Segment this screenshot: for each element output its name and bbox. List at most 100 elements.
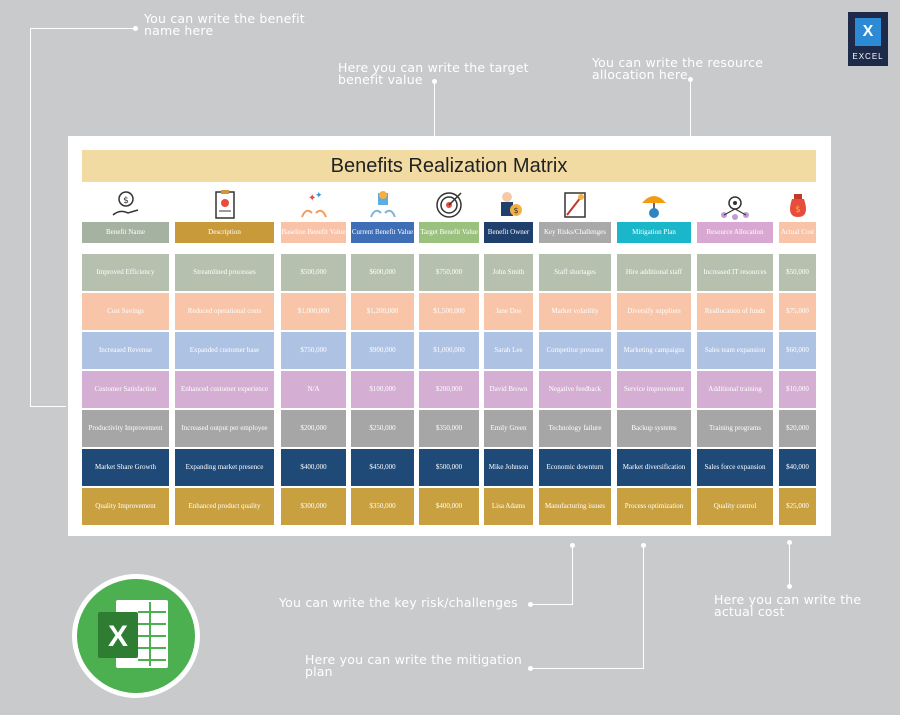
column-header: Description [175, 222, 274, 243]
connector-dot [133, 26, 138, 31]
sparkle-hands-icon: ✦✦ [300, 191, 327, 218]
connector-dot [528, 602, 533, 607]
table-cell: Emily Green [484, 410, 533, 447]
table-cell: $500,000 [419, 449, 479, 486]
connector-line [690, 80, 691, 136]
page-title: Benefits Realization Matrix [330, 155, 568, 177]
table-cell: Market diversification [617, 449, 691, 486]
column-header: Benefit Owner [484, 222, 533, 243]
table-cell: $750,000 [419, 254, 479, 291]
column-header: Baseline Benefit Value [281, 222, 346, 243]
money-bag-icon: $ [789, 194, 806, 217]
connector-dot [528, 666, 533, 671]
table-cell: David Brown [484, 371, 533, 408]
table-cell: N/A [281, 371, 346, 408]
excel-badge-letter: X [855, 18, 881, 46]
svg-text:X: X [108, 620, 128, 653]
connector-line [572, 546, 573, 604]
connector-line [643, 546, 644, 668]
table-cell: $40,000 [779, 449, 816, 486]
excel-badge-label: EXCEL [852, 52, 884, 61]
table-cell: $200,000 [419, 371, 479, 408]
callout-mitigation: Here you can write the mitigation plan [305, 652, 523, 679]
excel-badge-icon: X EXCEL [848, 12, 888, 66]
table-cell: Improved Efficiency [82, 254, 169, 291]
svg-text:✦: ✦ [315, 191, 323, 201]
table-cell: $1,500,000 [419, 293, 479, 330]
table-cell: Market Share Growth [82, 449, 169, 486]
table-cell: Sales force expansion [697, 449, 773, 486]
table-cell: Diversify suppliers [617, 293, 691, 330]
column-header: Current Benefit Value [351, 222, 414, 243]
table-cell: $60,000 [779, 332, 816, 369]
person-money-icon: $ [500, 192, 522, 216]
connector-line [532, 604, 573, 605]
table-cell: $300,000 [281, 488, 346, 525]
excel-logo-icon: X [72, 574, 200, 698]
table-cell: Quality control [697, 488, 773, 525]
connector-dot [787, 540, 792, 545]
column-header: Benefit Name [82, 222, 169, 243]
connector-line [30, 28, 31, 406]
table-cell: $1,000,000 [419, 332, 479, 369]
table-cell: Enhanced product quality [175, 488, 274, 525]
connector-dot [688, 77, 693, 82]
callout-risk: You can write the key risk/challenges [279, 595, 518, 610]
connector-dot [432, 79, 437, 84]
table-cell: Increased Revenue [82, 332, 169, 369]
table-cell: Additional training [697, 371, 773, 408]
table-cell: $400,000 [281, 449, 346, 486]
table-cell: Customer Satisfaction [82, 371, 169, 408]
connector-line [434, 82, 435, 136]
table-cell: $900,000 [351, 332, 414, 369]
column-header: Target Benefit Value [419, 222, 479, 243]
table-cell: Competitor pressure [539, 332, 611, 369]
column-header: Actual Cost [779, 222, 816, 243]
network-gear-icon [721, 196, 749, 220]
table-cell: Reduced operational costs [175, 293, 274, 330]
column-header: Mitigation Plan [617, 222, 691, 243]
trophy-hands-icon [369, 191, 396, 218]
table-cell: $200,000 [281, 410, 346, 447]
table-cell: $750,000 [281, 332, 346, 369]
table-cell: Jane Doe [484, 293, 533, 330]
connector-dot [787, 584, 792, 589]
table-cell: Marketing campaigns [617, 332, 691, 369]
table-cell: Market volatility [539, 293, 611, 330]
table-cell: Process optimization [617, 488, 691, 525]
svg-text:✦: ✦ [308, 193, 316, 204]
table-cell: $250,000 [351, 410, 414, 447]
table-cell: $350,000 [419, 410, 479, 447]
table-cell: Increased output per employee [175, 410, 274, 447]
ladder-risk-icon [564, 192, 586, 218]
money-hand-icon: $ [112, 191, 138, 216]
table-cell: Staff shortages [539, 254, 611, 291]
table-cell: Technology failure [539, 410, 611, 447]
table-cell: Sales team expansion [697, 332, 773, 369]
target-icon [436, 192, 462, 218]
connector-dot [641, 543, 646, 548]
table-cell: Sarah Lee [484, 332, 533, 369]
callout-resource: You can write the resource allocation he… [592, 55, 764, 82]
callout-actual-cost: Here you can write the actual cost [714, 592, 862, 619]
callout-target-value: Here you can write the target benefit va… [338, 60, 529, 87]
matrix-sheet: Benefits Realization Matrix $ Benefit Nam… [68, 136, 831, 536]
svg-text:$: $ [513, 206, 518, 215]
table-cell: $25,000 [779, 488, 816, 525]
svg-text:$: $ [795, 205, 801, 215]
clipboard-icon [214, 190, 235, 219]
table-cell: Increased IT resources [697, 254, 773, 291]
table-cell: John Smith [484, 254, 533, 291]
table-cell: Productivity Improvement [82, 410, 169, 447]
callout-benefit-name: You can write the benefit name here [144, 11, 305, 38]
svg-text:$: $ [123, 196, 129, 206]
connector-line [532, 668, 644, 669]
table-cell: Expanded customer base [175, 332, 274, 369]
table-cell: $10,000 [779, 371, 816, 408]
table-cell: Economic downturn [539, 449, 611, 486]
table-cell: Expanding market presence [175, 449, 274, 486]
table-cell: Negative feedback [539, 371, 611, 408]
umbrella-gear-icon [642, 196, 666, 218]
table-cell: $350,000 [351, 488, 414, 525]
table-cell: $100,000 [351, 371, 414, 408]
